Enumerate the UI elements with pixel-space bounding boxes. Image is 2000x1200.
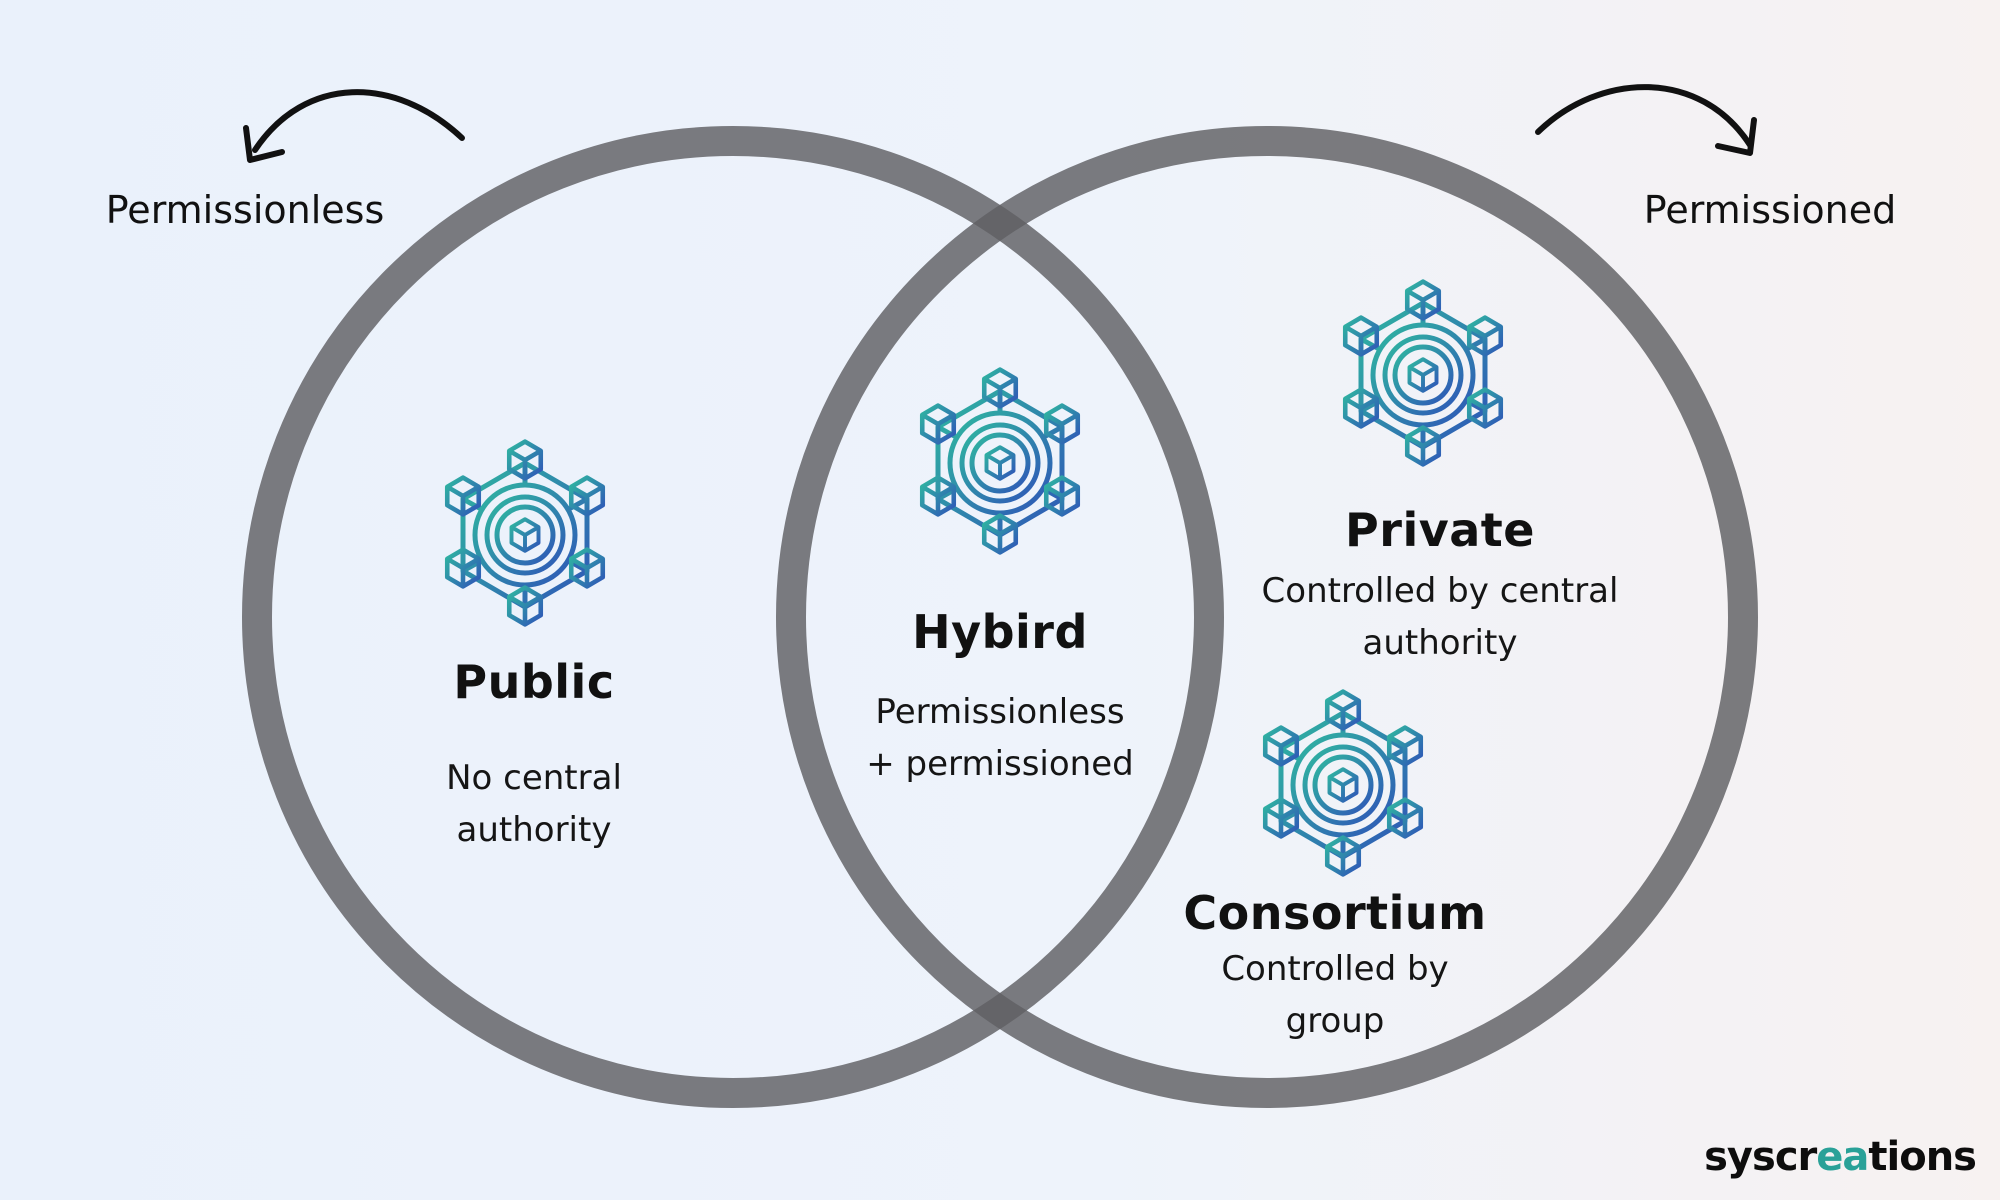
public-title: Public [453, 655, 615, 709]
private-blockchain-network-icon [1345, 282, 1501, 465]
permissionless-label: Permissionless [105, 188, 385, 232]
left-circle [242, 126, 1224, 1108]
consortium-desc-line-2: group [1285, 1001, 1385, 1041]
logo-text-start: syscr [1704, 1134, 1817, 1180]
hybrid-blockchain-network-icon [922, 370, 1078, 553]
private-title: Private [1345, 503, 1535, 557]
curved-arrow-left-icon [243, 89, 465, 163]
hybrid-desc-line-2: + permissioned [866, 744, 1134, 784]
logo-text-accent: ea [1816, 1134, 1869, 1180]
consortium-desc-line-1: Controlled by [1221, 949, 1449, 989]
consortium-title: Consortium [1183, 886, 1487, 940]
private-description: Controlled by central authority [1230, 565, 1650, 669]
public-desc-line-1: No central [446, 758, 622, 798]
logo-text-end: tions [1868, 1134, 1977, 1180]
curved-arrow-right-icon [1535, 84, 1757, 156]
public-desc-line-2: authority [456, 810, 612, 850]
private-desc-line-1: Controlled by central [1261, 571, 1619, 611]
permissioned-label: Permissioned [1643, 188, 1897, 232]
hybrid-desc-line-1: Permissionless [875, 692, 1125, 732]
public-description: No central authority [384, 752, 684, 856]
consortium-description: Controlled by group [1185, 943, 1485, 1047]
right-circle [776, 126, 1758, 1108]
consortium-blockchain-network-icon [1265, 692, 1421, 875]
syscreations-logo: syscreations [1704, 1134, 1977, 1180]
private-desc-line-2: authority [1362, 623, 1518, 663]
hybrid-title: Hybird [912, 605, 1088, 659]
public-blockchain-network-icon [447, 442, 603, 625]
hybrid-description: Permissionless + permissioned [820, 686, 1180, 790]
